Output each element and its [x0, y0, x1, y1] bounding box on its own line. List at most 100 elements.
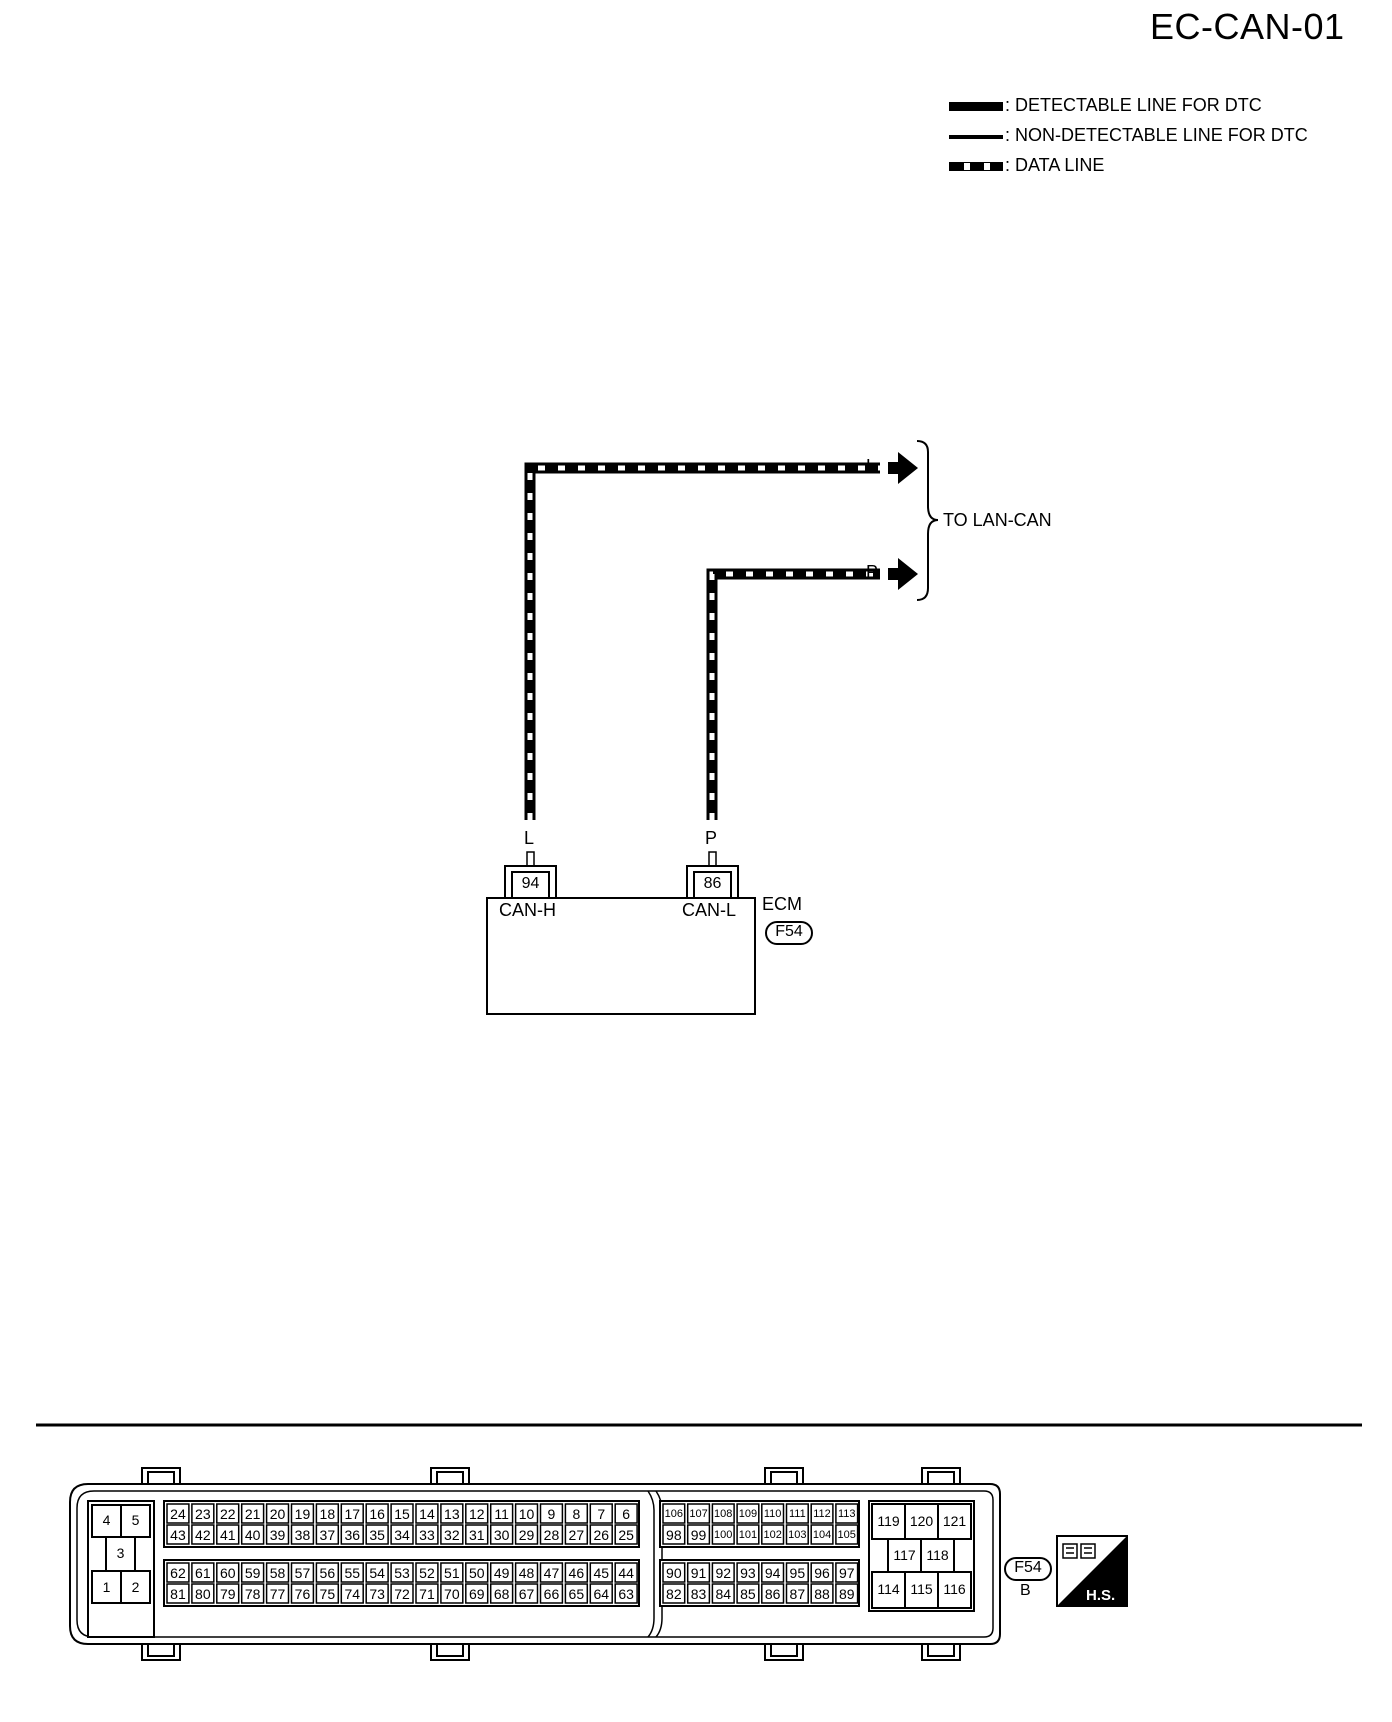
pin-label: 64 [593, 1586, 610, 1602]
pin-label: 2 [131, 1579, 140, 1595]
pin-label: 43 [170, 1527, 186, 1543]
pin-label: 84 [715, 1586, 732, 1602]
pin-cell [240, 1583, 265, 1604]
pin-cell [340, 1503, 364, 1524]
pin-cell [240, 1524, 265, 1545]
pin-label: 102 [763, 1529, 782, 1541]
pin-cell [614, 1583, 638, 1604]
pin-label: 21 [244, 1506, 261, 1522]
pin-cell [761, 1583, 785, 1604]
pin-label: 66 [543, 1586, 560, 1602]
pin-cell [315, 1562, 340, 1583]
pin-label: 54 [369, 1565, 385, 1581]
pin-cell [390, 1562, 414, 1583]
ecm-name-label: ECM [762, 894, 802, 914]
pin-cell [835, 1503, 859, 1524]
pin-cell [761, 1562, 785, 1583]
to-lan-can-label: TO LAN-CAN [943, 510, 1052, 530]
pin-label: 104 [812, 1529, 832, 1541]
pin-label: 16 [369, 1506, 385, 1522]
pin-cell [290, 1583, 315, 1604]
pin-cell [835, 1583, 859, 1604]
ecm-connector-id: F54 [775, 923, 803, 940]
pin-label: 96 [814, 1565, 830, 1581]
pin-cell [514, 1524, 539, 1545]
pin-cell [191, 1503, 215, 1524]
pin-cell [539, 1524, 564, 1545]
pin-label: 46 [568, 1565, 585, 1581]
pin-cell [290, 1503, 315, 1524]
pin-cell [686, 1562, 711, 1583]
pin-cell [166, 1562, 190, 1583]
pin-label: 19 [294, 1506, 311, 1522]
pin-label: 63 [618, 1586, 634, 1602]
legend-non-detectable-label: : NON-DETECTABLE LINE FOR DTC [1005, 125, 1308, 145]
pin-label: 117 [893, 1547, 916, 1563]
pin-label: 101 [738, 1529, 758, 1541]
pin-label: 37 [319, 1527, 336, 1543]
pin-label: 18 [319, 1506, 336, 1522]
large-pin-group [868, 1500, 975, 1612]
pin-label: 81 [170, 1586, 186, 1602]
pin-cell [662, 1524, 686, 1545]
page-title: EC-CAN-01 [1150, 6, 1345, 47]
pin-label: 83 [690, 1586, 707, 1602]
arrow-l-icon [888, 452, 918, 484]
pin-label: 22 [219, 1506, 236, 1522]
ecm-box [486, 897, 756, 1015]
pin-cell [240, 1562, 265, 1583]
pin-cell [265, 1503, 290, 1524]
pin-cell [810, 1524, 834, 1545]
pin-cell [440, 1503, 464, 1524]
ecm-pin-94: 94 [521, 875, 540, 892]
pin-label: 75 [319, 1586, 336, 1602]
pin-label: 57 [294, 1565, 311, 1581]
hs-badge-label: H.S. [1086, 1587, 1116, 1604]
pin-cell [365, 1583, 389, 1604]
pin-label: 76 [294, 1586, 311, 1602]
pin-label: 68 [493, 1586, 510, 1602]
pin-cell [265, 1562, 290, 1583]
pin-label: 110 [763, 1508, 782, 1520]
pin-cell [736, 1524, 760, 1545]
ecm-connector-badge [765, 921, 813, 945]
pin-cell [614, 1524, 638, 1545]
ecm-pin-86: 86 [703, 875, 722, 892]
pin-cell [711, 1562, 735, 1583]
connector-face-badge [1004, 1557, 1052, 1581]
pin-label: 7 [597, 1506, 606, 1522]
pin-cell [240, 1503, 265, 1524]
pin-label: 106 [664, 1508, 684, 1520]
pin-cell [415, 1524, 439, 1545]
pin-label: 35 [369, 1527, 385, 1543]
pin-label: 100 [714, 1529, 733, 1541]
pin-cell [539, 1503, 564, 1524]
pin-label: 48 [518, 1565, 535, 1581]
pin-cell [340, 1562, 364, 1583]
pin-cell [465, 1562, 489, 1583]
pin-label: 114 [877, 1581, 900, 1597]
pin-cell [589, 1524, 613, 1545]
pin-cell [440, 1583, 464, 1604]
pin-label: 89 [838, 1586, 855, 1602]
pin-label: 5 [131, 1512, 140, 1528]
wire-l [524, 462, 880, 820]
pin-cell [514, 1583, 539, 1604]
pin-label: 29 [518, 1527, 535, 1543]
pin-label: 120 [909, 1513, 934, 1529]
pin-label: 11 [494, 1506, 509, 1522]
pin-label: 17 [344, 1506, 361, 1522]
pin-label: 67 [518, 1586, 535, 1602]
pin-label: 28 [543, 1527, 560, 1543]
pin-cell [265, 1524, 290, 1545]
pin-label: 32 [444, 1527, 460, 1543]
pin-cell [785, 1503, 809, 1524]
pin-cell [589, 1503, 613, 1524]
pin-label: 62 [170, 1565, 186, 1581]
pin-label: 115 [910, 1581, 933, 1597]
pin-cell [340, 1524, 364, 1545]
pin-label: 15 [394, 1506, 410, 1522]
ecm-can-h-label: CAN-H [499, 900, 556, 920]
pin-label: 109 [738, 1508, 758, 1520]
